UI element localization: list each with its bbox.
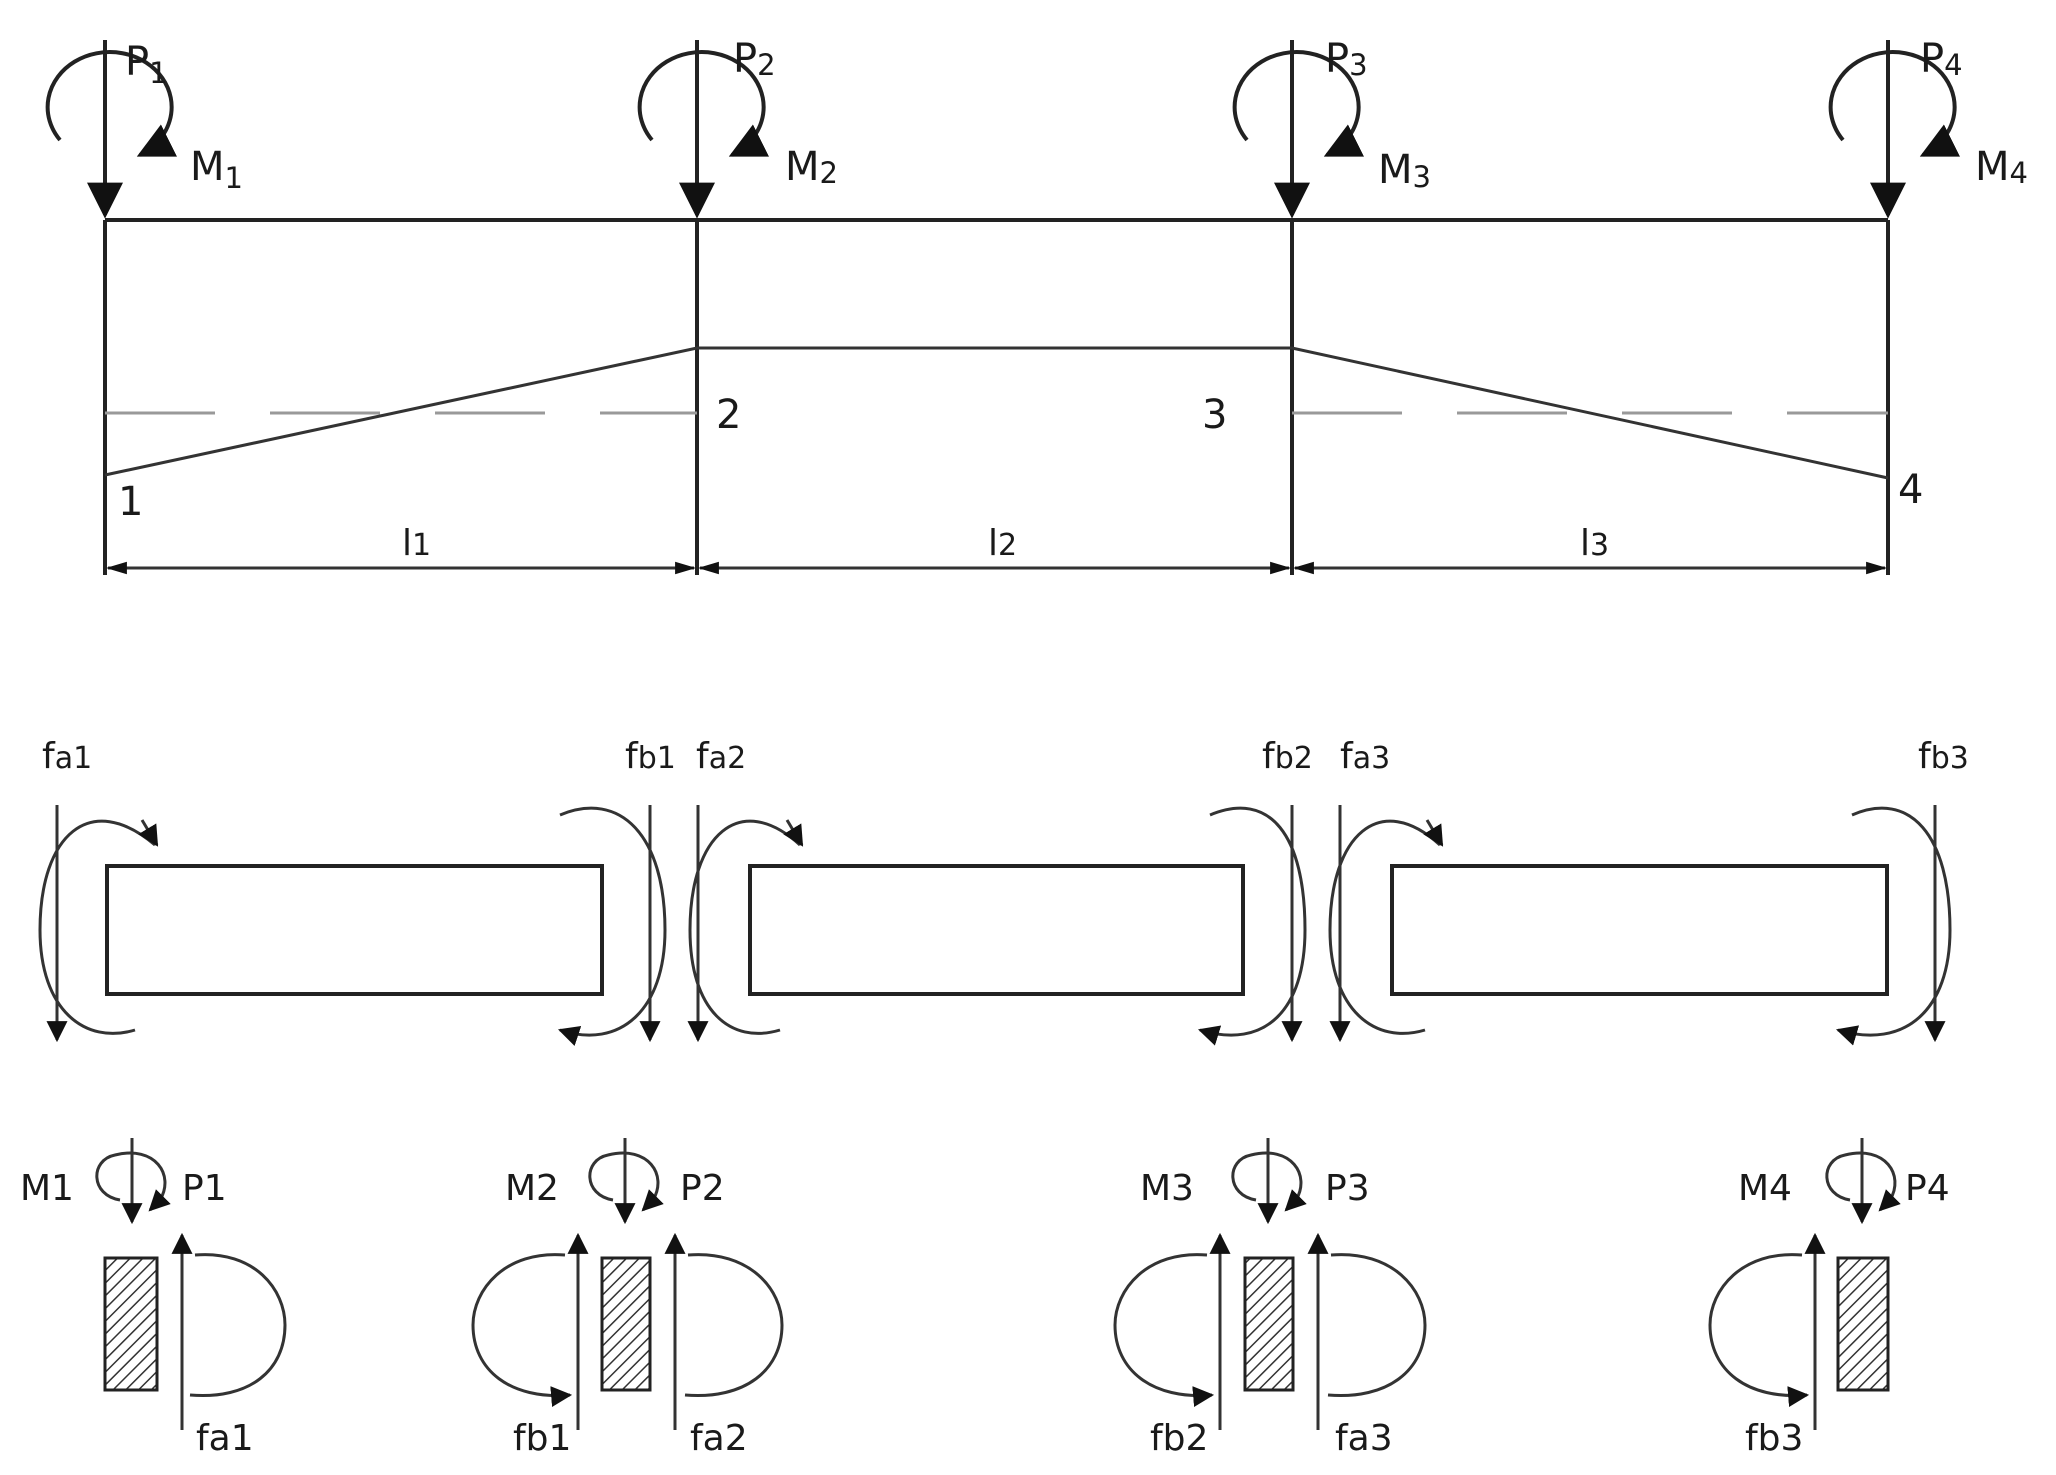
load-label-m4: M4 bbox=[1975, 144, 2028, 190]
moment-b-arc-icon bbox=[1197, 806, 1307, 1046]
span-label-1: l1 bbox=[402, 523, 431, 564]
element-body bbox=[105, 864, 604, 996]
node-number-1: 1 bbox=[118, 479, 143, 525]
node-3-moment-label: M3 bbox=[1140, 1168, 1194, 1209]
element-2-fa-label: fa2 bbox=[696, 736, 746, 777]
moment-a-arrow-icon bbox=[783, 819, 804, 847]
moment-a-arrow-icon bbox=[138, 819, 159, 847]
moment-arc-icon bbox=[45, 50, 178, 157]
load-label-p3: P3 bbox=[1325, 36, 1368, 82]
element-1-fb-label: fb1 bbox=[625, 736, 676, 777]
moment-a-arc-icon bbox=[1328, 819, 1442, 1035]
load-label-m3: M3 bbox=[1378, 147, 1431, 194]
element-2-fb-label: fb2 bbox=[1262, 736, 1313, 777]
load-node-2 bbox=[637, 40, 770, 219]
element-2 bbox=[687, 805, 1307, 1046]
element-body bbox=[748, 864, 1245, 996]
beam-bottom-profile bbox=[104, 346, 1889, 480]
node-2-force-label: P2 bbox=[680, 1168, 725, 1209]
node-1-force-label: P1 bbox=[182, 1168, 227, 1209]
moment-b-arc-icon bbox=[558, 806, 667, 1046]
node-equilibrium-3: M3 P3 fb2 fa3 bbox=[1113, 1138, 1427, 1459]
node-1-block bbox=[103, 1256, 159, 1392]
moment-a-arc-icon bbox=[38, 819, 156, 1035]
load-label-m1: M1 bbox=[190, 144, 243, 195]
element-3 bbox=[1328, 805, 1952, 1046]
node-equilibrium-1: M1 P1 fa1 bbox=[20, 1138, 287, 1459]
node-number-3: 3 bbox=[1202, 392, 1227, 438]
element-3-fa-label: fa3 bbox=[1340, 736, 1390, 777]
load-label-p4: P4 bbox=[1920, 36, 1963, 82]
element-1-fa-label: fa1 bbox=[42, 736, 92, 777]
moment-arc-icon bbox=[1231, 1151, 1307, 1212]
node-3-force-label-fa3: fa3 bbox=[1335, 1418, 1393, 1459]
span-label-2: l2 bbox=[988, 523, 1017, 564]
node-3-force-label-fb2: fb2 bbox=[1150, 1418, 1208, 1459]
moment-fb2-arc-icon bbox=[1113, 1253, 1215, 1408]
elements-section: fa1 fb1 fa2 fb2 fa3 fb3 bbox=[38, 736, 1969, 1046]
node-3-force-label: P3 bbox=[1325, 1168, 1370, 1209]
node-number-2: 2 bbox=[716, 392, 741, 438]
moment-fb1-arc-icon bbox=[471, 1253, 573, 1408]
load-label-p1: P1 bbox=[125, 39, 168, 90]
node-4-moment-label: M4 bbox=[1738, 1168, 1792, 1209]
node-equilibrium-2: M2 P2 fb1 fa2 bbox=[471, 1138, 784, 1459]
moment-fb3-arc-icon bbox=[1708, 1253, 1810, 1408]
element-3-fb-label: fb3 bbox=[1918, 736, 1969, 777]
load-node-3 bbox=[1232, 40, 1365, 219]
load-node-4 bbox=[1828, 40, 1961, 219]
node-4-block bbox=[1836, 1256, 1890, 1392]
moment-fa3-arc-icon bbox=[1327, 1253, 1427, 1398]
node-2-block bbox=[600, 1256, 652, 1392]
moment-fa2-arc-icon bbox=[684, 1253, 784, 1398]
moment-arc-icon bbox=[95, 1151, 171, 1212]
nodes-section: M1 P1 fa1 M2 P2 fb1 fa2 M3 P3 bbox=[20, 1138, 1950, 1459]
node-4-force-label: P4 bbox=[1905, 1168, 1950, 1209]
moment-fa1-arc-icon bbox=[189, 1253, 287, 1398]
node-3-block bbox=[1243, 1256, 1295, 1392]
node-number-4: 4 bbox=[1898, 467, 1923, 513]
node-1-moment-label: M1 bbox=[20, 1168, 74, 1209]
load-label-m2: M2 bbox=[785, 144, 838, 190]
moment-a-arrow-icon bbox=[1423, 819, 1444, 847]
node-2-force-label-fb1: fb1 bbox=[513, 1418, 571, 1459]
node-2-moment-label: M2 bbox=[505, 1168, 559, 1209]
moment-arc-icon bbox=[1825, 1151, 1901, 1212]
element-1 bbox=[38, 805, 667, 1046]
moment-arc-icon bbox=[588, 1151, 664, 1212]
load-label-p2: P2 bbox=[733, 36, 776, 82]
span-label-3: l3 bbox=[1580, 523, 1609, 564]
moment-arc-icon bbox=[1828, 50, 1961, 157]
moment-arc-icon bbox=[637, 50, 770, 157]
node-2-force-label-fa2: fa2 bbox=[690, 1418, 748, 1459]
load-node-1 bbox=[45, 40, 178, 219]
beam-section: P1 M1 P2 M2 P3 M3 P4 M4 1 2 3 4 l1 l2 l3 bbox=[45, 36, 2028, 575]
node-1-force-label-fa1: fa1 bbox=[196, 1418, 254, 1459]
node-4-force-label-fb3: fb3 bbox=[1745, 1418, 1803, 1459]
moment-b-arc-icon bbox=[1835, 806, 1952, 1046]
moment-arc-icon bbox=[1232, 50, 1365, 157]
moment-a-arc-icon bbox=[688, 819, 802, 1035]
node-equilibrium-4: M4 P4 fb3 bbox=[1708, 1138, 1950, 1459]
element-body bbox=[1390, 864, 1889, 996]
